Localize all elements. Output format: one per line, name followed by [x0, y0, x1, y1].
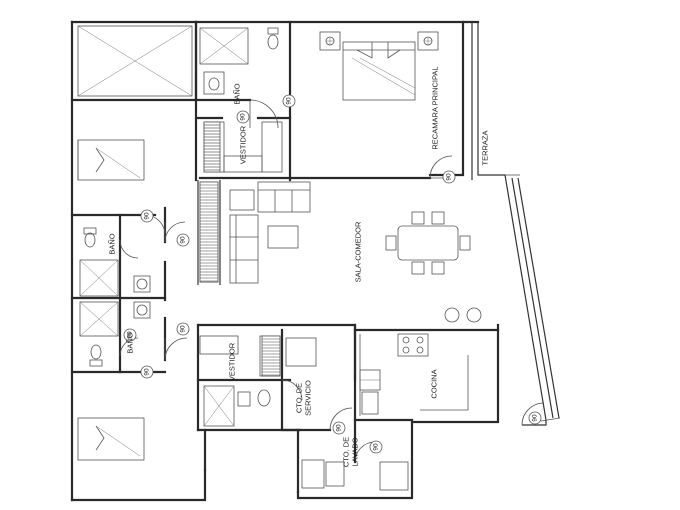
- label-cto-servicio-1: CTO. DE: [295, 383, 304, 413]
- label-cto-lavado-2: LAVADO: [351, 437, 360, 466]
- sofa-set: [229, 181, 311, 284]
- dining-table: [385, 211, 471, 275]
- bedroom-lower-left-bed: [77, 417, 145, 461]
- hatch-lines: [200, 124, 280, 376]
- kitchen-fixtures: [359, 307, 482, 416]
- label-terraza: TERRAZA: [481, 130, 490, 165]
- label-cto-servicio-2: SERVICIO: [304, 380, 313, 416]
- label-recamara-principal: RECAMARA PRINCIPAL: [431, 66, 440, 149]
- door-mark: 90: [373, 443, 380, 451]
- label-cocina: COCINA: [430, 369, 439, 398]
- terrace-railing: [471, 22, 561, 426]
- skylight: [77, 25, 193, 97]
- door-mark: 90: [180, 325, 187, 333]
- door-mark: 90: [127, 331, 134, 339]
- service-bathroom: [203, 337, 317, 427]
- label-sala-comedor: SALA-COMEDOR: [354, 221, 363, 282]
- label-cto-lavado-1: CTO. DE: [342, 437, 351, 467]
- room-labels: RECAMARA PRINCIPAL TERRAZA BAÑO VESTIDOR…: [108, 66, 490, 467]
- door-mark: 90: [286, 97, 293, 105]
- label-bano-top: BAÑO: [233, 83, 242, 104]
- door-swings: [119, 99, 545, 463]
- laundry-fixtures: [301, 459, 409, 491]
- top-bathroom-fixtures: [199, 27, 279, 95]
- door-mark: 90: [144, 368, 151, 376]
- left-bathrooms: [79, 227, 151, 367]
- interior-walls: [70, 20, 500, 494]
- label-vestidor-bottom: VESTIDOR: [228, 342, 237, 381]
- door-mark: 90: [336, 424, 343, 432]
- bedroom-upper-left-bed: [77, 139, 145, 181]
- door-mark: 90: [180, 236, 187, 244]
- master-bed: [319, 31, 439, 101]
- label-bano-left-upper: BAÑO: [108, 233, 117, 254]
- door-markers: 90 90 90 90 90 90 90 90 90 90 90: [123, 94, 542, 454]
- door-mark: 90: [240, 113, 247, 121]
- door-mark: 90: [446, 173, 453, 181]
- label-bano-left-lower: BAÑO: [126, 332, 135, 353]
- door-mark: 90: [532, 414, 539, 422]
- door-mark: 90: [144, 212, 151, 220]
- label-vestidor-top: VESTIDOR: [239, 125, 248, 164]
